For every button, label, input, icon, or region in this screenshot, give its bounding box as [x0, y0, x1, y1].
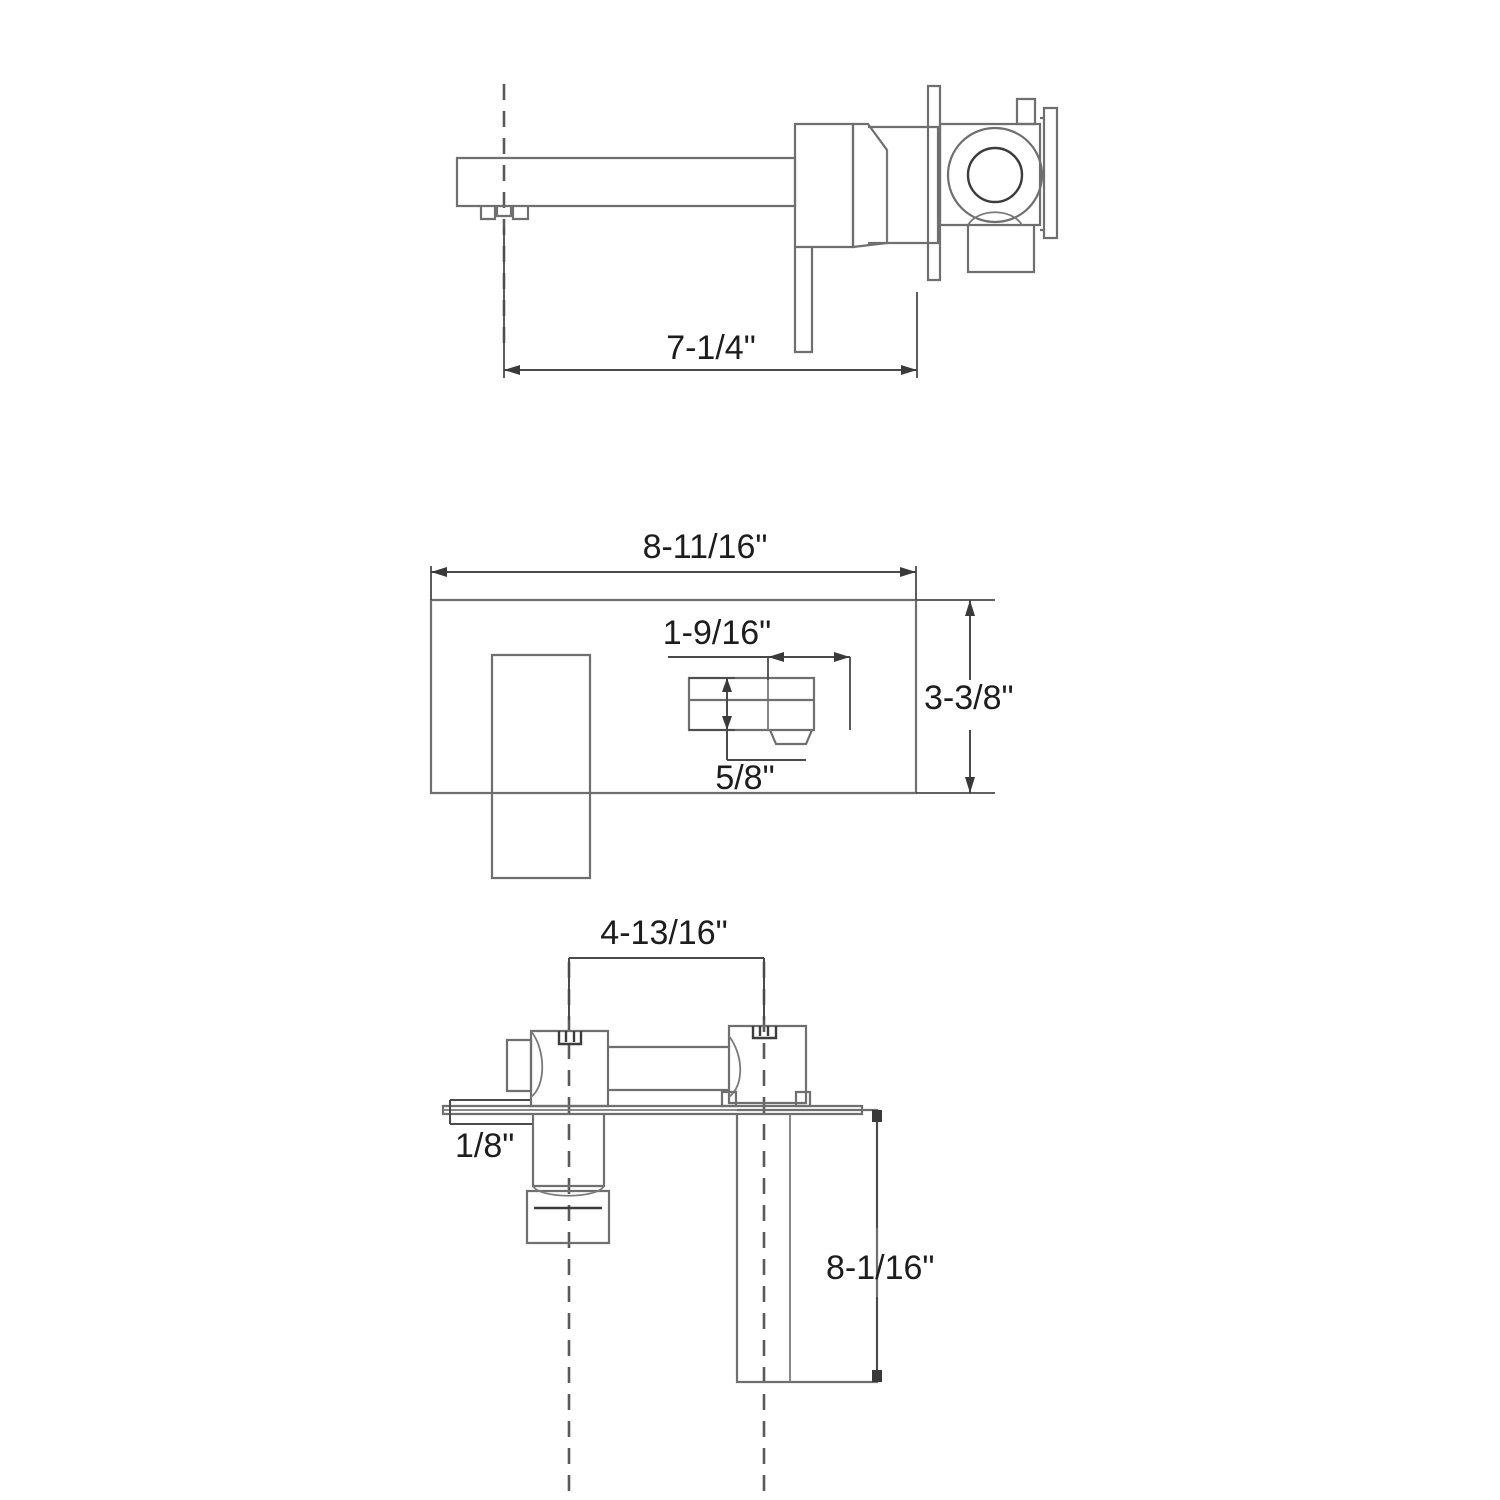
aerator-collar: [525, 1189, 611, 1245]
dimension-spout-reach: 7-1/4": [503, 228, 918, 378]
dimension-plate-width: 8-11/16": [430, 528, 917, 600]
manifold-tube: [608, 1045, 729, 1092]
left-valve-fillet: [530, 1030, 544, 1098]
arrowhead-top: [722, 678, 732, 692]
arrowhead-right: [901, 365, 917, 375]
dimension-valve-spacing: 4-13/16": [568, 914, 765, 1020]
spout-body-front: [687, 676, 816, 732]
mount-tab-top: [1015, 97, 1037, 126]
dim-label-spout-reach: 7-1/4": [666, 329, 756, 367]
spout-riser-plan: [531, 1114, 606, 1188]
right-valve-foot-left: [720, 1090, 738, 1108]
handle-lever-front: [490, 653, 592, 880]
valve-outer-circle: [946, 126, 1044, 224]
dimension-plate-depth: 8-1/16": [826, 1110, 934, 1382]
arrowhead-left: [431, 567, 447, 577]
aerator-front: [768, 729, 814, 746]
spout-riser-block: [793, 122, 855, 249]
valve-body: [938, 122, 1042, 227]
handle-barrel: [868, 125, 940, 245]
arrowhead-right: [900, 567, 916, 577]
front-elevation-view: 8-11/16" 3-3/8" 1-9/16": [429, 528, 1014, 880]
dim-label-valve-spacing: 4-13/16": [600, 914, 727, 952]
lever-handle-arm: [793, 247, 814, 354]
arrowhead-bottom: [965, 777, 975, 793]
mount-bracket-link: [1040, 116, 1044, 232]
dim-label-plate-width: 8-11/16": [643, 528, 768, 566]
right-valve-fillet: [728, 1035, 742, 1098]
spout-tube: [455, 156, 797, 208]
spout-plan-outline: [735, 1108, 879, 1384]
arrowhead-right: [834, 652, 850, 662]
valve-outlet-stub: [966, 225, 1036, 274]
right-valve-body-plan: [727, 1024, 808, 1105]
dimension-plate-thickness: 1/8": [449, 1099, 532, 1165]
right-valve-foot-right: [794, 1090, 812, 1108]
wall-plate-edge: [926, 84, 942, 282]
arrowhead-top: [965, 600, 975, 616]
valve-inner-circle: [966, 146, 1024, 204]
top-plan-view: 4-13/16" 1/8" 8-1/16": [441, 914, 934, 1500]
lever-handle-taper: [851, 122, 889, 249]
left-valve-side-stub: [505, 1038, 533, 1093]
aerator-right-step: [511, 206, 530, 221]
left-valve-cap: [557, 1031, 583, 1046]
dim-label-plate-height: 3-3/8": [924, 679, 1014, 717]
dimension-plate-height: 3-3/8": [916, 599, 1014, 794]
arrowhead-left: [768, 652, 784, 662]
dim-label-spout-height: 5/8": [715, 759, 774, 797]
dim-label-plate-thickness: 1/8": [455, 1127, 514, 1165]
dimension-spout-offset: 1-9/16": [663, 614, 851, 730]
tick-top: [872, 1110, 882, 1122]
right-valve-cap: [751, 1026, 778, 1040]
dimension-spout-height: 5/8": [689, 677, 806, 797]
dim-label-spout-offset: 1-9/16": [663, 614, 771, 652]
aerator-left-step: [479, 206, 497, 221]
aerator-center-nub: [495, 206, 513, 218]
mount-bracket-right: [1042, 106, 1059, 240]
side-elevation-view: 7-1/4": [455, 84, 1059, 378]
valve-outlet-fillet: [967, 211, 1023, 226]
tick-bottom: [872, 1370, 882, 1382]
aerator-collar-fillet: [532, 1185, 605, 1197]
dim-label-plate-depth: 8-1/16": [826, 1249, 934, 1287]
arrowhead-left: [504, 365, 520, 375]
arrowhead-bottom: [722, 716, 732, 730]
